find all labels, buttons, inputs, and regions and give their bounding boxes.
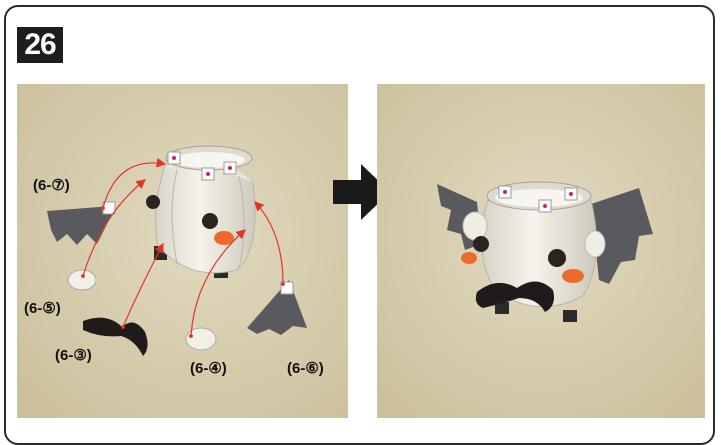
part-label-6-4: (6-④)	[190, 359, 227, 377]
parts-photo: (6-⑦) (6-⑤) (6-③) (6-④) (6-⑥)	[17, 84, 348, 418]
part-label-6-5: (6-⑤)	[24, 299, 61, 317]
assembled-photo	[377, 84, 705, 418]
ear-left-part	[68, 270, 96, 290]
bat-craft-assembled	[377, 84, 705, 418]
step-number-badge: 26	[17, 27, 63, 63]
eye-right	[202, 213, 218, 229]
part-label-6-3: (6-③)	[55, 346, 92, 364]
ear-right-part	[186, 328, 216, 350]
eye-left	[146, 195, 160, 209]
part-label-6-7: (6-⑦)	[33, 176, 70, 194]
part-label-6-6: (6-⑥)	[287, 359, 324, 377]
